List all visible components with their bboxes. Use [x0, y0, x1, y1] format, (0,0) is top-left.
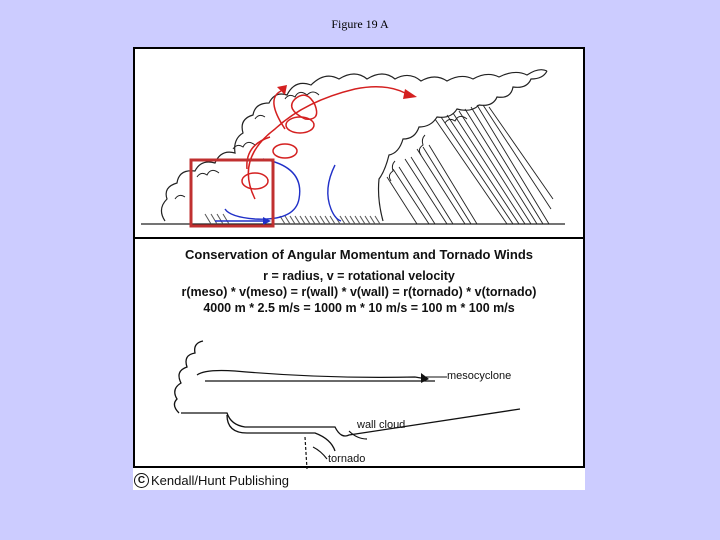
vortex-schematic: [173, 340, 521, 469]
mesocyclone-cloud-bumps: [173, 340, 204, 414]
wall-cloud-arrow: [348, 430, 368, 440]
red-arrowhead-left: [277, 85, 287, 95]
figure: Conservation of Angular Momentum and Tor…: [133, 47, 585, 490]
slide-title: Figure 19 A: [331, 17, 389, 31]
diagram-heading: Conservation of Angular Momentum and Tor…: [185, 247, 533, 262]
label-mesocyclone: mesocyclone: [447, 370, 512, 382]
formula-relation: r(meso) * v(meso) = r(wall) * v(wall) = …: [181, 285, 537, 299]
cloud-base: [181, 408, 521, 437]
mesocyclone-arrow: [196, 369, 428, 380]
rain-streaks: [386, 104, 554, 225]
red-arrowhead-right: [403, 89, 417, 99]
formula-definition: r = radius, v = rotational velocity: [263, 269, 455, 283]
tornado-funnel: [304, 436, 308, 469]
publisher-credit: C Kendall/Hunt Publishing: [134, 473, 289, 488]
mesocyclone-arrowhead: [421, 373, 429, 383]
wall-cloud-shape: [226, 414, 336, 452]
red-flow-arrows: [241, 86, 406, 200]
label-tornado: tornado: [328, 453, 366, 465]
ground-hatch: [204, 213, 381, 225]
divider: [135, 237, 583, 239]
storm-illustration: [141, 69, 565, 228]
cloud-scallops: [174, 91, 468, 200]
label-wall-cloud: wall cloud: [357, 419, 406, 431]
copyright-icon: C: [134, 473, 149, 488]
blue-flow-arrows: [215, 158, 342, 222]
blue-arrowhead: [263, 217, 271, 225]
credit-text: Kendall/Hunt Publishing: [151, 473, 290, 488]
highlight-box: [189, 158, 275, 228]
tornado-arrow: [312, 446, 328, 460]
diagram-panel: Conservation of Angular Momentum and Tor…: [133, 47, 585, 469]
formula-values: 4000 m * 2.5 m/s = 1000 m * 10 m/s = 100…: [203, 301, 515, 315]
cloud-outline: [160, 69, 548, 222]
